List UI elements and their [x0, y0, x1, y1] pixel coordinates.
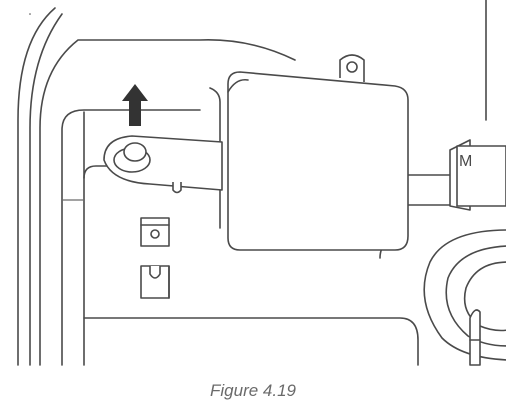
figure-caption: Figure 4.19: [210, 381, 296, 400]
latch-arm: [103, 135, 223, 194]
top-knob: [339, 54, 365, 82]
side-button: M: [449, 139, 506, 211]
side-button-label: M: [459, 153, 472, 170]
device-housing: [17, 7, 296, 366]
dial-housing: [423, 229, 506, 366]
cover-box: [209, 71, 409, 251]
arrow-up-icon: [122, 84, 148, 126]
square-slot-icon: [140, 217, 170, 247]
notched-receptacle-icon: [140, 265, 170, 299]
